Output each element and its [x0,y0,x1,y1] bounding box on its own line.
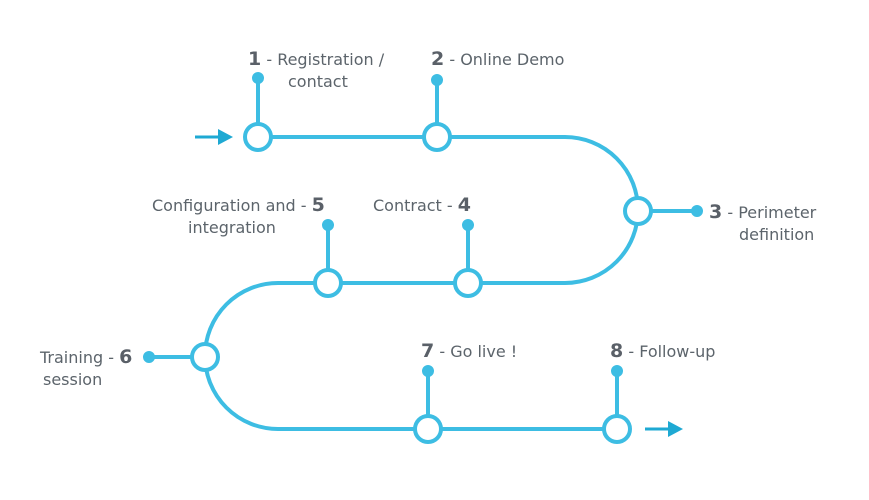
step-5-text-line1: Configuration and [152,196,296,215]
step-1-text-line1: Registration / [277,50,385,69]
step-7-text-line1: Go live ! [450,342,518,361]
step-4-text-line1: Contract [373,196,442,215]
step-6-separator: - [103,348,120,367]
step-5-label: Configuration and - 5 integration [152,194,325,239]
arrow-right-icon [645,421,683,437]
step-3-text-line2: definition [739,225,815,244]
step-3-node [623,196,653,226]
step-4-separator: - [441,196,458,215]
step-8-separator: - [623,342,640,361]
step-1-separator: - [261,50,278,69]
step-3-separator: - [722,203,739,222]
step-7-number: 7 [421,340,435,362]
step-4-node [453,268,483,298]
step-5-node [313,268,343,298]
step-5-separator: - [295,196,312,215]
step-2-text-line1: Online Demo [460,50,565,69]
step-4-number: 4 [457,194,472,216]
step-4-dot [462,219,474,231]
step-8-number: 8 [610,340,624,362]
roadmap-path [203,135,640,431]
step-5-dot [322,219,334,231]
step-2-number: 2 [431,48,445,70]
step-2-label: 2 - Online Demo [431,48,564,71]
step-6-node [190,342,220,372]
step-2-separator: - [444,50,461,69]
step-4-label: Contract - 4 [373,194,471,217]
step-1-label: 1 - Registration / contact [248,48,384,93]
step-6-text-line1: Training [40,348,104,367]
step-2-node [422,122,452,152]
step-1-number: 1 [248,48,262,70]
step-3-text-line1: Perimeter [738,203,817,222]
step-1-node [243,122,273,152]
step-1-dot [252,72,264,84]
step-6-label: Training - 6 session [40,346,132,391]
step-1-text-line2: contact [288,72,348,91]
step-3-dot [691,205,703,217]
step-3-label: 3 - Perimeter definition [709,201,816,246]
step-7-dot [422,365,434,377]
step-8-text-line1: Follow-up [639,342,716,361]
step-3-number: 3 [709,201,723,223]
step-5-text-line2: integration [188,218,276,237]
step-7-label: 7 - Go live ! [421,340,517,363]
arrow-right-icon [195,129,233,145]
step-7-node [413,414,443,444]
step-8-label: 8 - Follow-up [610,340,715,363]
step-2-dot [431,74,443,86]
step-8-node [602,414,632,444]
step-7-separator: - [434,342,451,361]
step-6-number: 6 [119,346,133,368]
step-6-dot [143,351,155,363]
step-5-number: 5 [311,194,325,216]
step-8-dot [611,365,623,377]
step-6-text-line2: session [43,370,103,389]
